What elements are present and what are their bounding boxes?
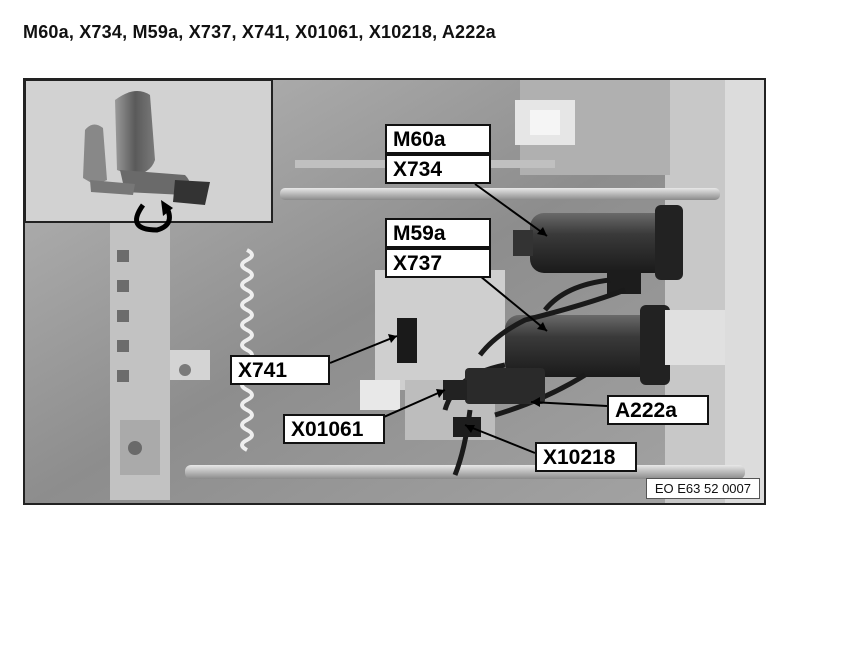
arrowheads bbox=[388, 227, 547, 433]
leader-x10218 bbox=[464, 424, 536, 454]
seat-spring bbox=[240, 248, 254, 452]
guide-rod-upper bbox=[280, 188, 720, 200]
leader-x734 bbox=[474, 183, 548, 237]
callout-m60a: M60a bbox=[385, 124, 491, 154]
callout-x741: X741 bbox=[230, 355, 330, 385]
leader-x737 bbox=[479, 275, 548, 332]
connector-x741 bbox=[397, 318, 417, 363]
callout-a222a: A222a bbox=[607, 395, 709, 425]
motor-m60a bbox=[530, 213, 670, 273]
seat-cushion bbox=[120, 170, 190, 195]
reference-code: EO E63 52 0007 bbox=[645, 478, 760, 499]
leader-x01061 bbox=[376, 389, 446, 421]
leader-a222a bbox=[530, 401, 608, 407]
photo-figure: M60a X734 M59a X737 X741 X01061 A222a X1… bbox=[23, 78, 766, 505]
motor-m59a bbox=[505, 315, 655, 377]
diagram-title: M60a, X734, M59a, X737, X741, X01061, X1… bbox=[23, 22, 496, 42]
seat-backrest bbox=[115, 91, 155, 175]
callout-x737: X737 bbox=[385, 248, 491, 278]
leader-x741 bbox=[329, 335, 398, 364]
connector-x01061 bbox=[443, 380, 467, 400]
leader-lines bbox=[329, 183, 608, 454]
guide-rod-lower bbox=[185, 465, 745, 479]
module-a222a bbox=[465, 368, 545, 404]
callout-x01061: X01061 bbox=[283, 414, 385, 444]
callout-x10218: X10218 bbox=[535, 442, 637, 472]
rotate-arrow-icon bbox=[134, 203, 172, 233]
seat-location-inset bbox=[25, 80, 273, 233]
callout-m59a: M59a bbox=[385, 218, 491, 248]
callout-x734: X734 bbox=[385, 154, 491, 184]
